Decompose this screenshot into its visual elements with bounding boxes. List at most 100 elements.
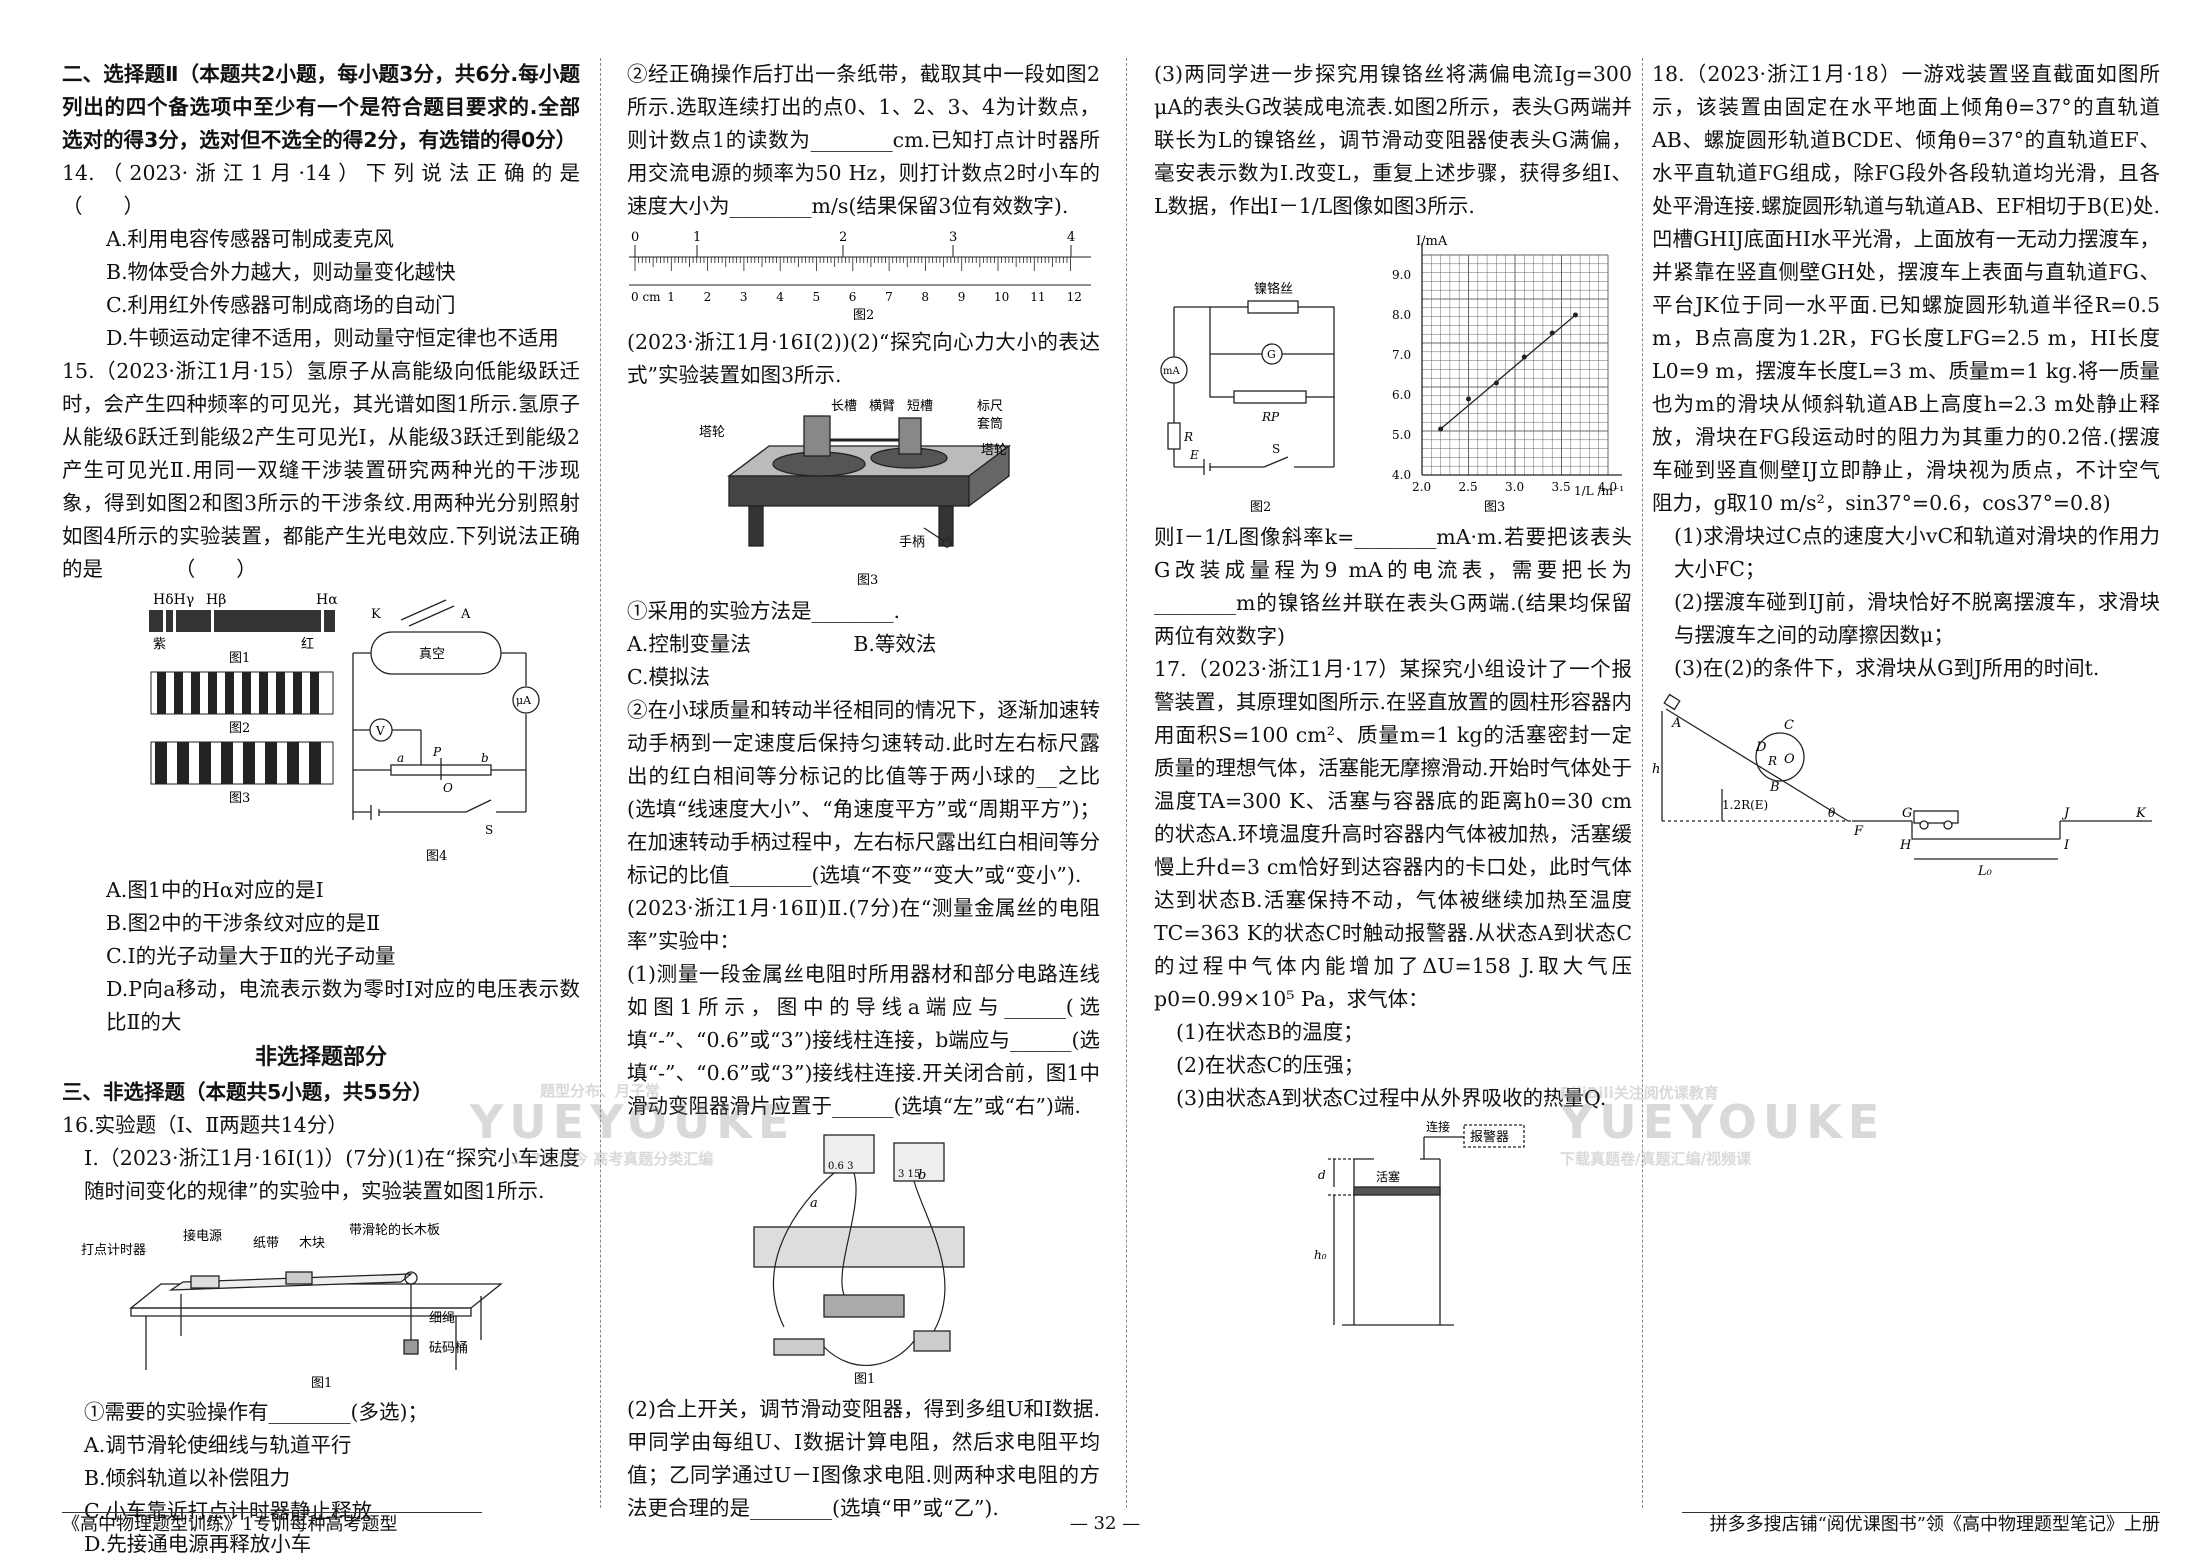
- fig4-label-a: A: [460, 607, 471, 622]
- h-alpha-label: Hα: [316, 592, 338, 608]
- column-2: ②经正确操作后打出一条纸带，截取其中一段如图2所示.选取连续打出的点0、1、2、…: [627, 58, 1100, 1525]
- alarm-container-figure: 连接 报警器 活塞 d h₀: [1314, 1119, 1525, 1326]
- y-tick-label: 8.0: [1392, 308, 1411, 322]
- graph-caption: 图3: [1484, 500, 1505, 515]
- label-rope: 细绳: [429, 1311, 455, 1326]
- label-long-slot: 长槽: [831, 399, 857, 414]
- length-l0-label: L₀: [1977, 864, 1993, 879]
- y-tick-label: 4.0: [1392, 468, 1411, 482]
- fig4-label-s: S: [485, 823, 493, 837]
- q14-option-d: D.牛顿运动定律不适用，则动量守恒定律也不适用: [106, 326, 559, 350]
- tape-point-0: 0: [631, 230, 639, 245]
- column-divider: [600, 58, 602, 1508]
- q15-option-b: B.图2中的干涉条纹对应的是Ⅱ: [106, 911, 381, 935]
- fit-line: [1440, 314, 1576, 430]
- column-1: 二、选择题Ⅱ（本题共2小题，每小题3分，共6分.每小题列出的四个备选项中至少有一…: [62, 58, 703, 1559]
- milliammeter-label: mA: [1163, 366, 1180, 377]
- height-1-2r-label: 1.2R(E): [1722, 798, 1768, 812]
- section-header-choice: 二、选择题Ⅱ（本题共2小题，每小题3分，共6分.每小题列出的四个备选项中至少有一…: [62, 62, 580, 152]
- x-tick-label: 2.0: [1412, 480, 1431, 494]
- point-a-label: A: [1671, 716, 1681, 731]
- q17-part1: (1)在状态B的温度；: [1176, 1020, 1364, 1044]
- data-point: [1549, 330, 1555, 336]
- centripetal-apparatus-figure: 长槽 横臂 短槽 标尺 套筒 塔轮 塔轮 手柄 图3: [699, 399, 1011, 588]
- watermark-left: YUEYOUKE: [470, 1095, 796, 1149]
- graph-x-label: 1/L /m⁻¹: [1574, 484, 1624, 498]
- q16-operation-d: D.先接通电源再释放小车: [84, 1532, 312, 1556]
- tape-question: ②经正确操作后打出一条纸带，截取其中一段如图2所示.选取连续打出的点0、1、2、…: [627, 62, 1100, 218]
- nichrome-label: 镍铬丝: [1254, 281, 1293, 297]
- ruler-number: 11: [1030, 290, 1045, 304]
- wire-a-label: a: [810, 1196, 818, 1211]
- q16-part1: Ⅰ.（2023·浙江1月·16Ⅰ(1)）(7分)(1)在“探究小车速度随时间变化…: [84, 1146, 580, 1203]
- y-tick-label: 9.0: [1392, 268, 1411, 282]
- fig4-label-vacuum: 真空: [419, 647, 445, 662]
- label-board: 带滑轮的长木板: [349, 1222, 440, 1238]
- watermark-right: YUEYOUKE: [1560, 1095, 1886, 1149]
- q15-figures: HδHγ Hβ Hα 紫 红 图1 图2: [149, 592, 540, 864]
- graph-y-label: I/mA: [1416, 234, 1448, 249]
- galvanometer-label: G: [1267, 348, 1276, 361]
- fig4-caption: 图4: [426, 849, 447, 864]
- violet-label: 紫: [153, 637, 166, 652]
- voltmeter-terminals: 3 15: [898, 1169, 920, 1180]
- wiring-photo-figure: a b 0.6 3 3 15 图1: [752, 1134, 965, 1387]
- column-divider: [1642, 58, 1644, 1508]
- ruler-number: 5: [812, 290, 820, 304]
- q16-operation-a: A.调节滑轮使细线与轨道平行: [84, 1433, 352, 1457]
- point-b-label: B: [1769, 780, 1780, 795]
- resistivity-intro: (2023·浙江1月·16Ⅱ)Ⅱ.(7分)在“测量金属丝的电阻率”实验中：: [627, 896, 1100, 953]
- data-point: [1493, 380, 1499, 386]
- y-tick-label: 5.0: [1392, 428, 1411, 442]
- switch-label: S: [1272, 442, 1280, 456]
- point-o-label: O: [1784, 752, 1795, 767]
- fig4-label-o: O: [443, 781, 453, 795]
- point-g-label: G: [1902, 806, 1912, 821]
- ruler-number: 8: [921, 290, 929, 304]
- x-tick-label: 2.5: [1459, 480, 1478, 494]
- section-header-non-choice: 三、非选择题（本题共5小题，共55分）: [62, 1080, 433, 1104]
- fig4-label-microammeter: μA: [516, 694, 532, 707]
- trolley-apparatus-figure: 打点计时器 接电源 纸带 木块 带滑轮的长木板 细绳 砝码桶 图1: [81, 1222, 503, 1391]
- watermark-subtext: 下载真题卷/真题汇编/视频课: [1560, 1150, 1751, 1168]
- fig4-label-voltmeter: V: [375, 724, 385, 738]
- spectrum-line: [163, 610, 166, 632]
- red-label: 红: [301, 636, 314, 652]
- q16-operation-b: B.倾斜轨道以补偿阻力: [84, 1466, 291, 1490]
- ruler-number: 4: [776, 290, 784, 304]
- x-tick-label: 4.0: [1598, 480, 1617, 494]
- footer-right: 拼多多搜店铺“阅优课图书”领《高中物理题型笔记》上册: [1682, 1512, 2160, 1537]
- link-label: 连接: [1426, 1119, 1450, 1134]
- spectrum-line: [321, 610, 324, 632]
- non-choice-part-title: 非选择题部分: [254, 1045, 387, 1070]
- emf-label: E: [1189, 448, 1199, 462]
- q15-option-d: D.P向a移动，电流表示数为零时Ⅰ对应的电压表示数比Ⅱ的大: [106, 977, 580, 1034]
- method-options-ab: A.控制变量法 B.等效法: [627, 632, 937, 656]
- ruler-number: 2: [703, 290, 711, 304]
- resistor-label: R: [1183, 430, 1193, 444]
- label-power: 接电源: [183, 1228, 222, 1244]
- fig4-label-a-end: a: [397, 751, 404, 765]
- point-h-label: H: [1899, 838, 1912, 853]
- q16-head: 16.实验题（Ⅰ、Ⅱ两题共14分）: [62, 1113, 348, 1137]
- method-question: ①采用的实验方法是________.: [627, 599, 901, 623]
- radius-r-label: R: [1767, 754, 1777, 768]
- x-tick-label: 3.5: [1552, 480, 1571, 494]
- fig4-label-k: K: [371, 607, 381, 622]
- q18-part1: (1)求滑块过C点的速度大小vC和轨道对滑块的作用力大小FC；: [1674, 524, 2160, 581]
- q16-operation-c: C.小车靠近打点计时器静止释放: [84, 1499, 372, 1523]
- galvanometer-figures: 镍铬丝 G mA RP R E S 图2 4.05.06.07.08.09.02…: [1160, 234, 1624, 515]
- q14-option-a: A.利用电容传感器可制成麦克风: [106, 227, 394, 251]
- column-3: (3)两同学进一步探究用镍铬丝将满偏电流Ig=300 μA的表头G改装成电流表.…: [1154, 58, 1632, 1343]
- label-block: 木块: [299, 1236, 325, 1251]
- q14-option-b: B.物体受合外力越大，则动量变化越快: [106, 260, 456, 284]
- slope-question: 则I－1/L图像斜率k=________mA·m.若要把该表头G改装成量程为9 …: [1154, 525, 1632, 648]
- wiring-caption: 图1: [854, 1372, 875, 1387]
- fringes-fig2: [150, 671, 334, 715]
- watermark-subtext: 1978-至今 高考真题分类汇编: [510, 1150, 714, 1168]
- ruler-number: 7: [885, 290, 893, 304]
- spectrum-bar: [149, 610, 335, 632]
- tape-point-4: 4: [1067, 230, 1075, 245]
- data-point: [1438, 426, 1444, 432]
- galvanometer-question: (3)两同学进一步探究用镍铬丝将满偏电流Ig=300 μA的表头G改装成电流表.…: [1154, 62, 1632, 218]
